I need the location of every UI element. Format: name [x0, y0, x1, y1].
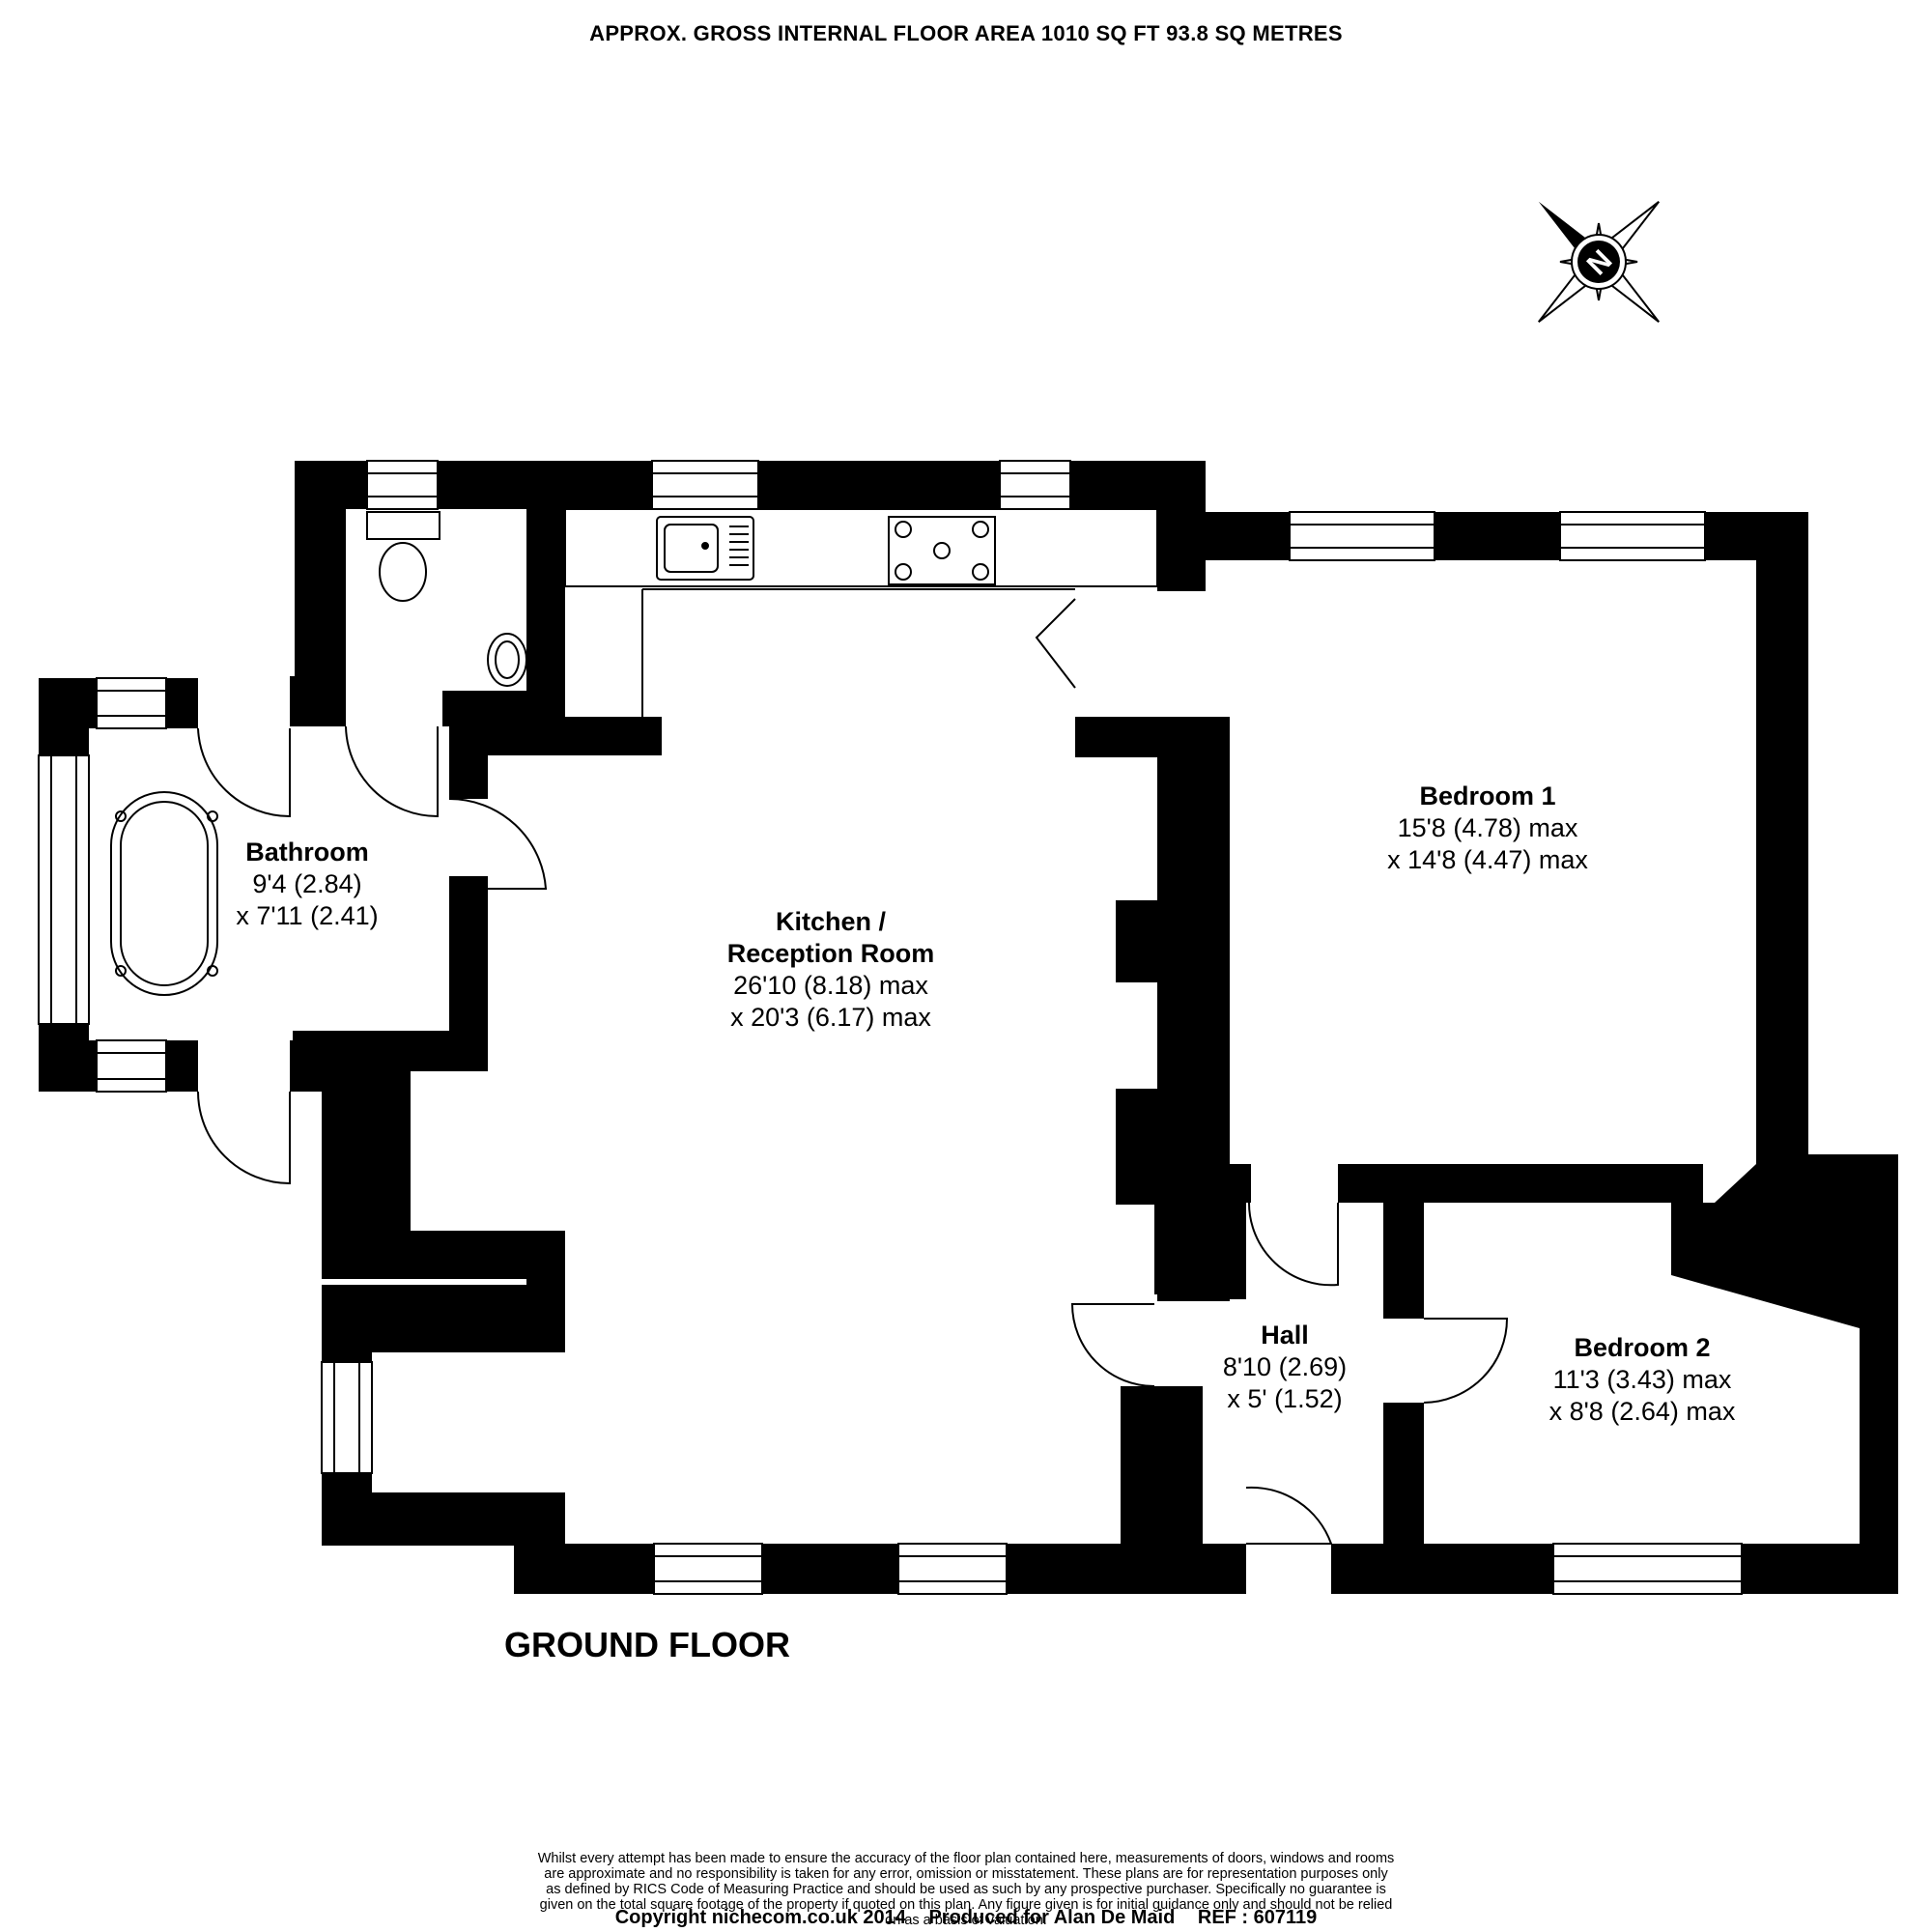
- produced-for-text: Produced for Alan De Maid: [928, 1907, 1176, 1928]
- wall-kitchen-top-left-stub: [488, 717, 662, 755]
- sink: [656, 516, 754, 581]
- wall-hall-left-top2: [1203, 1203, 1246, 1299]
- window-bath-left: [38, 754, 90, 1025]
- disclaimer-line: given on the total square footage of the…: [539, 1897, 1393, 1913]
- compass: N: [1537, 200, 1661, 324]
- door-hall-kitchen: [1070, 1303, 1155, 1387]
- door-bedroom2: [1423, 1318, 1509, 1404]
- wall-kitchen-left-4: [322, 1231, 565, 1279]
- wall-kitchen-left-3: [322, 1071, 411, 1231]
- room-label-hall: Hall 8'10 (2.69) x 5' (1.52): [1188, 1320, 1381, 1415]
- wall-bath-door-pier: [449, 891, 488, 1040]
- window-kitchen-2: [999, 460, 1071, 510]
- reference-text: REF : 607119: [1197, 1907, 1318, 1928]
- wall-chimney-2: [1116, 1089, 1159, 1205]
- room-name: Bathroom: [245, 838, 369, 867]
- wall-bath-right-top: [290, 676, 346, 726]
- room-dimension: 8'10 (2.69): [1222, 1352, 1348, 1381]
- doors: [197, 598, 1509, 1545]
- wall-bedroom1-right: [1756, 512, 1808, 1179]
- window-wc: [366, 460, 439, 510]
- wall-kitchen-door-stub: [449, 726, 488, 799]
- room-dimension: x 5' (1.52): [1227, 1384, 1343, 1413]
- footer: Copyright nichecom.co.uk 2014 Produced f…: [0, 1907, 1932, 1929]
- bath-tub: [110, 791, 218, 996]
- wall-bedroom2-left-top: [1383, 1203, 1424, 1319]
- room-dimension: x 14'8 (4.47) max: [1387, 845, 1588, 874]
- window-kitchen-bottom-1: [653, 1543, 763, 1595]
- door-front: [1245, 1486, 1333, 1545]
- window-bedroom1-1: [1289, 511, 1435, 561]
- wall-kitchen-left-6: [322, 1285, 526, 1352]
- wall-wc-kitchen-divider: [526, 509, 565, 717]
- wall-bedroom1-corner: [1671, 1072, 1898, 1333]
- disclaimer: Whilst every attempt has been made to en…: [454, 1851, 1478, 1928]
- room-name: Hall: [1261, 1321, 1309, 1350]
- window-bath-top: [96, 677, 167, 729]
- door-bedroom1: [1247, 1202, 1339, 1287]
- room-dimension: 15'8 (4.78) max: [1397, 813, 1578, 842]
- door-kitchen-bath: [448, 797, 548, 890]
- window-kitchen-1: [651, 460, 759, 510]
- windows: [38, 460, 1743, 1595]
- kitchen-counter: [564, 508, 1158, 587]
- room-name: Bedroom 1: [1419, 781, 1556, 810]
- floor-label: GROUND FLOOR: [504, 1625, 790, 1664]
- room-dimension: 26'10 (8.18) max: [733, 971, 928, 1000]
- wall-chimney-1: [1116, 900, 1159, 982]
- door-bath-top: [197, 727, 291, 818]
- room-dimension: 9'4 (2.84): [252, 869, 362, 898]
- wall-bedroom1-bottom: [1338, 1164, 1703, 1203]
- wall-bottom-left: [514, 1544, 1246, 1594]
- disclaimer-line: are approximate and no responsibility is…: [544, 1866, 1388, 1882]
- room-name: Reception Room: [726, 939, 935, 968]
- wall-bath-left-top: [39, 678, 89, 755]
- window-kitchen-left: [321, 1361, 373, 1474]
- wall-hall-left-top: [1164, 1164, 1251, 1203]
- room-label-kitchen: Kitchen / Reception Room 26'10 (8.18) ma…: [696, 906, 966, 1034]
- room-name: Kitchen /: [775, 907, 886, 936]
- disclaimer-line: as defined by RICS Code of Measuring Pra…: [546, 1882, 1386, 1897]
- door-cupboard: [1035, 598, 1076, 689]
- door-wc: [345, 725, 439, 818]
- copyright-text: Copyright nichecom.co.uk 2014: [614, 1907, 906, 1928]
- toilet-cistern: [366, 511, 440, 540]
- wall-kitchen-right-lower: [1154, 1198, 1203, 1294]
- room-label-bedroom2: Bedroom 2 11'3 (3.43) max x 8'8 (2.64) m…: [1517, 1332, 1768, 1428]
- window-bath-bottom: [96, 1039, 167, 1093]
- room-dimension: x 20'3 (6.17) max: [730, 1003, 931, 1032]
- hob: [888, 516, 996, 585]
- window-kitchen-bottom-2: [897, 1543, 1008, 1595]
- wall-bath-right-bottom: [290, 1040, 346, 1092]
- wall-kitchen-left-10: [514, 1492, 565, 1594]
- floor-area-heading: APPROX. GROSS INTERNAL FLOOR AREA 1010 S…: [589, 21, 1343, 45]
- wall-kitchen-left-5: [526, 1231, 565, 1352]
- disclaimer-line: on as a basis of valuation.: [885, 1913, 1047, 1928]
- room-dimension: x 8'8 (2.64) max: [1548, 1397, 1736, 1426]
- fixtures: [88, 508, 1158, 1024]
- disclaimer-line: Whilst every attempt has been made to en…: [537, 1851, 1395, 1866]
- wall-bath-right-inner: [346, 1040, 452, 1071]
- room-dimension: 11'3 (3.43) max: [1552, 1365, 1732, 1394]
- room-label-bathroom: Bathroom 9'4 (2.84) x 7'11 (2.41): [220, 837, 394, 932]
- room-name: Bedroom 2: [1574, 1333, 1711, 1362]
- room-dimension: x 7'11 (2.41): [236, 901, 379, 930]
- window-bedroom1-2: [1559, 511, 1706, 561]
- room-label-bedroom1: Bedroom 1 15'8 (4.78) max x 14'8 (4.47) …: [1352, 781, 1623, 876]
- wc-basin: [487, 633, 527, 687]
- window-bedroom2: [1552, 1543, 1743, 1595]
- wall-kitchen-right-top: [1157, 461, 1206, 591]
- toilet-bowl: [379, 542, 427, 602]
- wall-bedroom2-right: [1860, 1159, 1898, 1594]
- door-bath-bottom: [197, 1091, 291, 1185]
